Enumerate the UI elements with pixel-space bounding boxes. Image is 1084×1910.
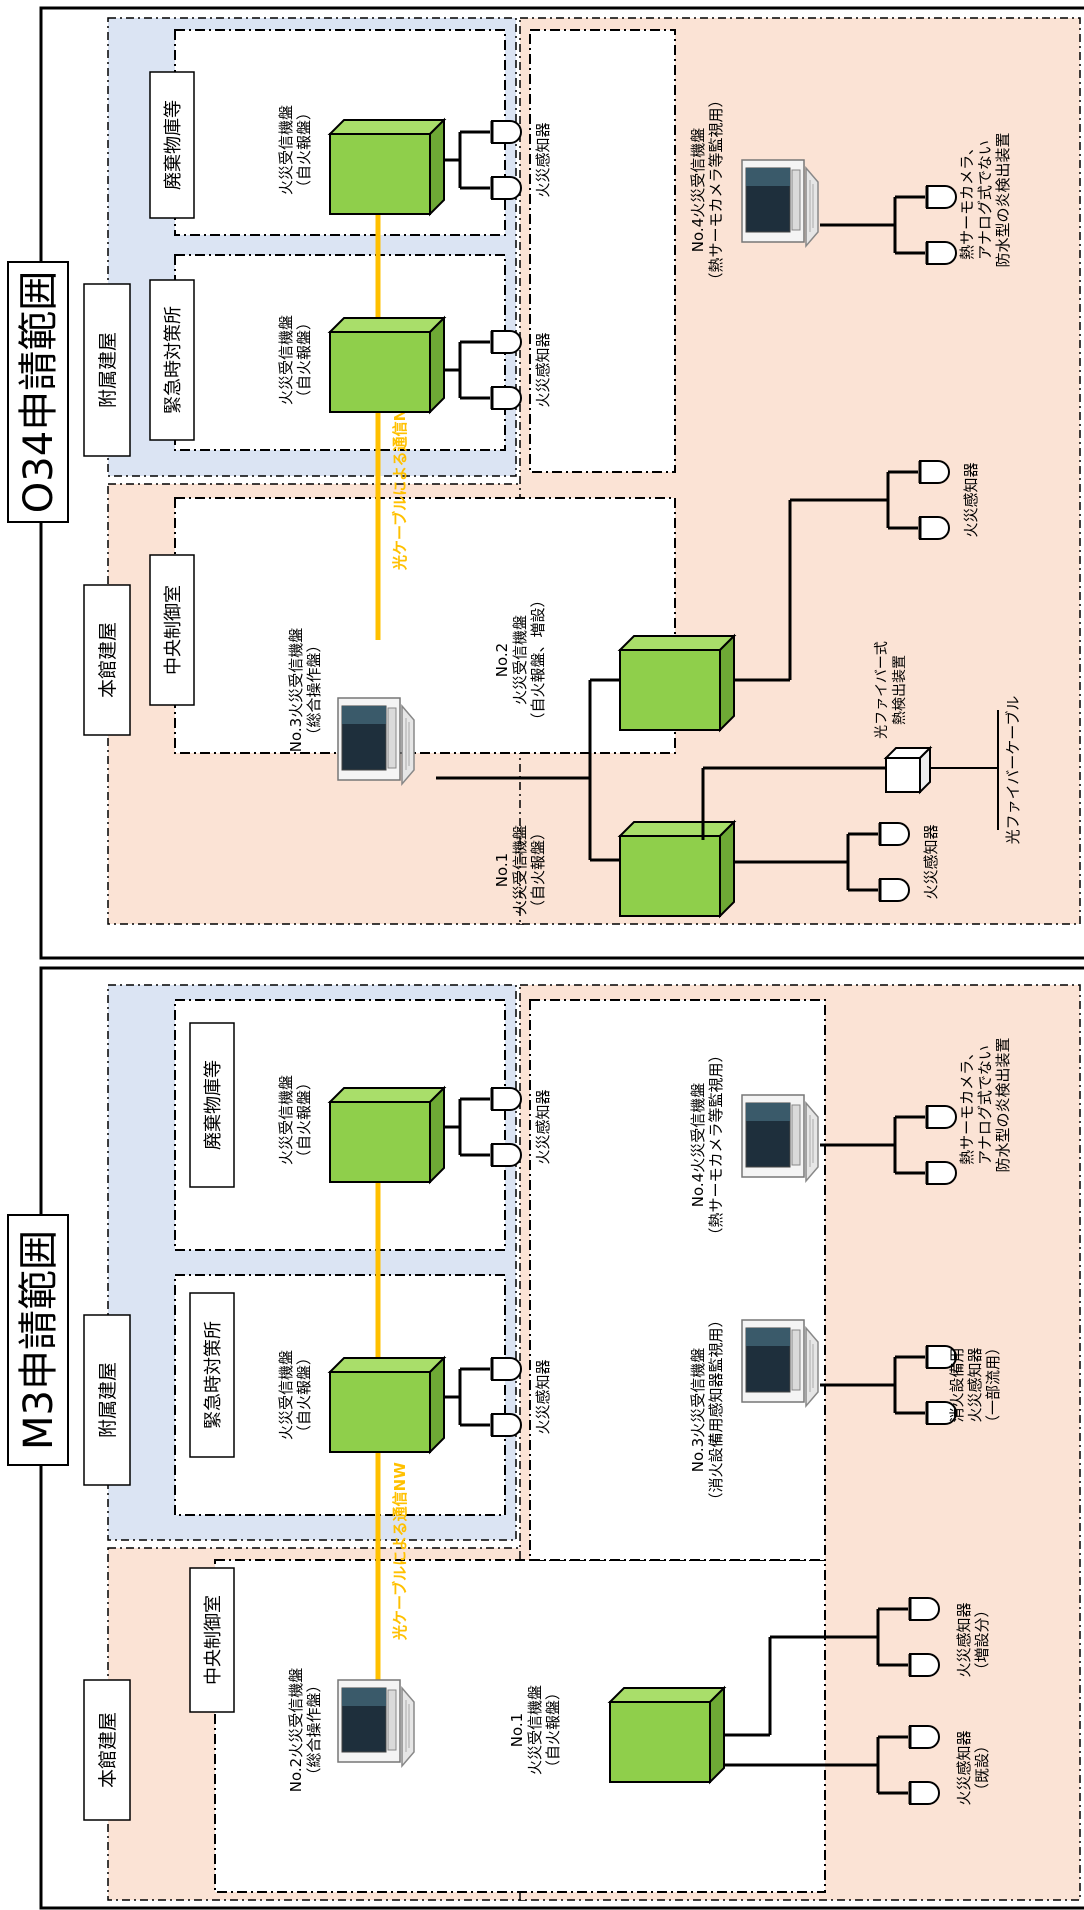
o34-waste-detector-label: 火災感知器: [534, 122, 552, 197]
o34-no2-label: No.2火災受信機盤（自火報盤、増設）: [493, 592, 547, 727]
svg-text:光ケーブルによる通信NW: 光ケーブルによる通信NW: [391, 1462, 409, 1641]
o34-no3-computer: [337, 697, 415, 785]
svg-text:本館建屋: 本館建屋: [97, 622, 119, 698]
m3-no4-computer: [741, 1094, 819, 1182]
o34-no1-label: No.1火災受信機盤（自火報盤）: [493, 825, 547, 915]
m3-existing-detector-label: 火災感知器（既設）: [955, 1730, 991, 1805]
m3-extinguishing-detector-label: 消火設備用火災感知器（一部流用）: [948, 1340, 1002, 1430]
svg-text:火災感知器（既設）: 火災感知器（既設）: [955, 1730, 991, 1805]
o34-no1-panel: [619, 821, 735, 917]
o34-no1-detector-label: 火災感知器: [922, 824, 940, 899]
svg-text:火災受信機盤（自火報盤）: 火災受信機盤（自火報盤）: [277, 1350, 313, 1440]
o34-thermo-label: 熱サーモカメラ、アナログ式でない防水型の炎検出装置: [958, 132, 1012, 267]
o34-title: O34申請範囲: [7, 261, 69, 523]
o34-no4-room: [529, 29, 676, 473]
svg-text:緊急時対策所: 緊急時対策所: [203, 1321, 224, 1429]
svg-text:火災感知器（増設分）: 火災感知器（増設分）: [955, 1602, 991, 1677]
svg-text:附属建屋: 附属建屋: [97, 332, 119, 408]
m3-optical-nw-label: 光ケーブルによる通信NW: [391, 1462, 409, 1641]
m3-no3-label: No.3火災受信機盤（消火設備用感知器監視用）: [689, 1312, 725, 1507]
m3-emergency-fire-panel: [329, 1357, 445, 1453]
svg-text:No.4火災受信機盤（熱サーモカメラ等監視用）: No.4火災受信機盤（熱サーモカメラ等監視用）: [689, 92, 725, 287]
o34-optical-fiber-detector: [883, 745, 933, 795]
m3-no4-label: No.4火災受信機盤（熱サーモカメラ等監視用）: [689, 1047, 725, 1242]
m3-emergency-panel-label: 火災受信機盤（自火報盤）: [277, 1350, 313, 1440]
m3-section: M3申請範囲 附属建屋 本館建屋 廃棄物庫等 緊急時対策所 中央制御室 光ケーブ…: [7, 966, 1084, 1910]
o34-no2-detector-label: 火災感知器: [962, 462, 980, 537]
o34-no2-panel: [619, 635, 735, 731]
svg-text:火災受信機盤（自火報盤）: 火災受信機盤（自火報盤）: [277, 105, 313, 195]
svg-text:火災受信機盤（自火報盤）: 火災受信機盤（自火報盤）: [277, 315, 313, 405]
m3-central-label: 中央制御室: [189, 1567, 235, 1713]
svg-text:廃棄物庫等: 廃棄物庫等: [203, 1060, 224, 1150]
svg-text:熱サーモカメラ、アナログ式でない防水型の炎検出装置: 熱サーモカメラ、アナログ式でない防水型の炎検出装置: [958, 132, 1012, 267]
m3-waste-detector-label: 火災感知器: [534, 1089, 552, 1164]
svg-text:光ファイバーケーブル: 光ファイバーケーブル: [1004, 696, 1022, 845]
svg-text:O34申請範囲: O34申請範囲: [16, 271, 62, 513]
svg-text:火災感知器: 火災感知器: [534, 122, 552, 197]
svg-text:火災受信機盤（自火報盤）: 火災受信機盤（自火報盤）: [277, 1075, 313, 1165]
o34-no3-label: No.3火災受信機盤（総合操作盤）: [287, 628, 323, 752]
svg-text:M3申請範囲: M3申請範囲: [16, 1230, 62, 1450]
o34-annex-label: 附属建屋: [83, 283, 131, 457]
svg-text:火災感知器: 火災感知器: [962, 462, 980, 537]
m3-no3-computer: [741, 1319, 819, 1407]
o34-emergency-panel-label: 火災受信機盤（自火報盤）: [277, 315, 313, 405]
svg-text:No.1火災受信機盤（自火報盤）: No.1火災受信機盤（自火報盤）: [508, 1685, 562, 1775]
m3-main-label: 本館建屋: [83, 1679, 131, 1821]
m3-waste-panel-label: 火災受信機盤（自火報盤）: [277, 1075, 313, 1165]
m3-no1-panel: [609, 1687, 725, 1783]
o34-section: O34申請範囲 附属建屋 本館建屋 廃棄物庫等 緊急時対策所 中央制御室 光ケー…: [7, 6, 1084, 960]
o34-emergency-fire-panel: [329, 317, 445, 413]
m3-no2-label: No.2火災受信機盤（総合操作盤）: [287, 1668, 323, 1792]
svg-text:緊急時対策所: 緊急時対策所: [163, 306, 184, 414]
svg-text:火災感知器: 火災感知器: [534, 332, 552, 407]
o34-central-label: 中央制御室: [149, 554, 195, 706]
o34-emergency-detector-label: 火災感知器: [534, 332, 552, 407]
svg-text:附属建屋: 附属建屋: [97, 1362, 119, 1438]
o34-optical-fiber-cable-label: 光ファイバーケーブル: [1004, 696, 1022, 845]
svg-text:No.1火災受信機盤（自火報盤）: No.1火災受信機盤（自火報盤）: [493, 825, 547, 915]
svg-text:光ケーブルによる通信NW: 光ケーブルによる通信NW: [391, 392, 409, 571]
svg-text:No.4火災受信機盤（熱サーモカメラ等監視用）: No.4火災受信機盤（熱サーモカメラ等監視用）: [689, 1047, 725, 1242]
o34-waste-label: 廃棄物庫等: [149, 71, 195, 219]
svg-text:火災感知器: 火災感知器: [922, 824, 940, 899]
m3-no2-computer: [337, 1679, 415, 1767]
m3-no1-label: No.1火災受信機盤（自火報盤）: [508, 1685, 562, 1775]
o34-waste-panel-label: 火災受信機盤（自火報盤）: [277, 105, 313, 195]
o34-optical-fiber-detector-label: 光ファイバー式熱検出装置: [874, 641, 908, 739]
svg-text:火災感知器: 火災感知器: [534, 1089, 552, 1164]
svg-text:熱サーモカメラ、アナログ式でない防水型の炎検出装置: 熱サーモカメラ、アナログ式でない防水型の炎検出装置: [958, 1037, 1012, 1172]
svg-text:本館建屋: 本館建屋: [97, 1712, 119, 1788]
m3-waste-label: 廃棄物庫等: [189, 1022, 235, 1188]
m3-thermo-label: 熱サーモカメラ、アナログ式でない防水型の炎検出装置: [958, 1037, 1012, 1172]
svg-text:火災感知器: 火災感知器: [534, 1359, 552, 1434]
o34-no4-label: No.4火災受信機盤（熱サーモカメラ等監視用）: [689, 92, 725, 287]
o34-main-label: 本館建屋: [83, 584, 131, 736]
o34-waste-fire-panel: [329, 119, 445, 215]
o34-central-room: [174, 497, 676, 754]
m3-emergency-detector-label: 火災感知器: [534, 1359, 552, 1434]
m3-monitor-room: [529, 999, 826, 1561]
m3-annex-label: 附属建屋: [83, 1314, 131, 1486]
svg-text:No.2火災受信機盤（自火報盤、増設）: No.2火災受信機盤（自火報盤、増設）: [493, 592, 547, 727]
svg-text:No.2火災受信機盤（総合操作盤）: No.2火災受信機盤（総合操作盤）: [287, 1668, 323, 1792]
svg-text:消火設備用火災感知器（一部流用）: 消火設備用火災感知器（一部流用）: [948, 1340, 1002, 1430]
m3-waste-fire-panel: [329, 1087, 445, 1183]
svg-text:No.3火災受信機盤（消火設備用感知器監視用）: No.3火災受信機盤（消火設備用感知器監視用）: [689, 1312, 725, 1507]
svg-text:廃棄物庫等: 廃棄物庫等: [163, 100, 184, 190]
m3-title: M3申請範囲: [7, 1214, 69, 1466]
m3-emergency-label: 緊急時対策所: [189, 1292, 235, 1458]
o34-no4-computer: [741, 159, 819, 247]
svg-text:中央制御室: 中央制御室: [203, 1595, 224, 1685]
m3-added-detector-label: 火災感知器（増設分）: [955, 1602, 991, 1677]
o34-optical-nw-label: 光ケーブルによる通信NW: [391, 392, 409, 571]
svg-text:No.3火災受信機盤（総合操作盤）: No.3火災受信機盤（総合操作盤）: [287, 628, 323, 752]
o34-emergency-label: 緊急時対策所: [149, 279, 195, 441]
svg-text:中央制御室: 中央制御室: [163, 585, 184, 675]
